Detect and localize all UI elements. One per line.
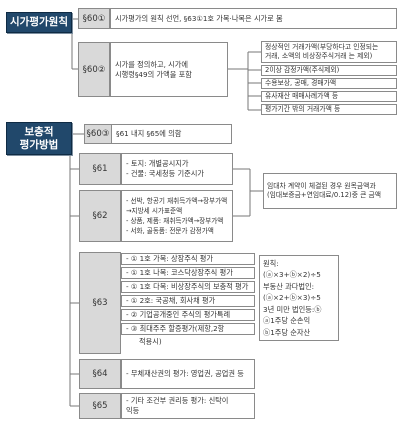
content-63-item-4-text: - ① 2호: 국공채, 회사채 평가 <box>126 296 216 305</box>
content-61-line-2: - 건물: 국세청등 기준시가 <box>126 169 204 178</box>
side-60-2-item-2: 2이상 감정가액(주식제외) <box>261 65 397 76</box>
content-63-item-1-text: - ① 1호 가목: 상장주식 평가 <box>126 254 213 263</box>
side-60-2-item-4: 유사재산 매매사례가액 등 <box>261 91 397 102</box>
content-60-1-line: 시가평가의 원칙 선언, §63①1호 가목·나목은 시가로 봄 <box>115 13 283 23</box>
content-63-item-5: - ② 기업공개중인 주식의 평가특례 <box>121 309 255 321</box>
content-65-line-2: 익등 <box>126 406 140 415</box>
side-63-line-7: ⓑ1주당 순자산 <box>263 327 311 337</box>
content-62-line-3: - 상품, 제품: 재취득가액→장부가액 <box>126 217 224 225</box>
content-63-item-5-text: - ② 기업공개중인 주식의 평가특례 <box>126 310 231 319</box>
side-60-2-item-1: 정상적인 거래가액(부당하다고 인정되는 거래, 소액의 비상장주식거래 는 제… <box>261 41 397 63</box>
content-60-2-line-1: 시가를 정의하고, 시가에 <box>115 59 188 69</box>
content-60-3-line: §61 내지 §65에 의함 <box>116 129 182 138</box>
section-65-label: §65 <box>92 401 108 411</box>
side-63-line-5: 3년 미만 법인등:ⓑ <box>263 304 322 314</box>
content-63-item-3: - ① 1호 다목: 비상장주식의 보충적 평가 <box>121 281 255 293</box>
section-63-label: §63 <box>92 298 108 308</box>
content-60-2: 시가를 정의하고, 시가에 시행령§49의 가액을 포함 <box>110 42 228 97</box>
content-62-line-2: →지방세 시가표준액 <box>126 207 183 215</box>
content-63-tail-text: 적용시) <box>139 337 162 346</box>
content-65: - 기타 조건부 권리등 평가: 신탁이 익등 <box>121 393 255 419</box>
header-supplementary-method-label: 보충적 평가방법 <box>19 125 59 151</box>
content-61: - 토지: 개별공시지가 - 건물: 국세청등 기준시가 <box>121 153 233 185</box>
content-60-1: 시가평가의 원칙 선언, §63①1호 가목·나목은 시가로 봄 <box>110 8 397 29</box>
side-62-line-2: (임대보증금+연임대료/0.12)중 큰 금액 <box>267 191 382 199</box>
side-60-2-item-1-line-1: 정상적인 거래가액(부당하다고 인정되는 <box>265 43 379 51</box>
header-valuation-principle: 시가평가원칙 <box>6 12 72 33</box>
content-63-item-1: - ① 1호 가목: 상장주식 평가 <box>121 253 255 265</box>
side-60-2-item-1-line-2: 거래, 소액의 비상장주식거래 는 제외) <box>265 52 373 60</box>
section-62: §62 <box>79 190 121 242</box>
section-61-label: §61 <box>92 164 108 174</box>
content-63-item-6: - ③ 최대주주 할증평가(제항,2항 <box>121 323 255 335</box>
side-60-2-item-4-text: 유사재산 매매사례가액 등 <box>265 92 339 100</box>
section-60-1-label: §60① <box>82 13 106 24</box>
side-62-line-1: 임대차 계약이 체결된 경우 원목금액과 <box>267 182 376 190</box>
header-supplementary-method: 보충적 평가방법 <box>6 122 72 155</box>
side-60-2-item-2-text: 2이상 감정가액(주식제외) <box>265 66 340 74</box>
content-63-item-3-text: - ① 1호 다목: 비상장주식의 보충적 평가 <box>126 282 249 291</box>
section-62-label: §62 <box>92 211 108 221</box>
section-63: §63 <box>79 252 121 354</box>
section-60-3: §60③ <box>84 124 112 144</box>
side-60-2-item-3-text: 수용보상, 공매, 경매가액 <box>265 79 337 87</box>
content-65-line-1: - 기타 조건부 권리등 평가: 신탁이 <box>126 396 229 405</box>
side-63-line-4: (ⓐ×2+ⓑ×3)÷5 <box>263 293 321 303</box>
content-63-item-2: - ① 1호 나목: 코스닥상장주식 평가 <box>121 267 255 279</box>
section-60-3-label: §60③ <box>86 129 110 139</box>
side-63-line-1: 원칙: <box>263 258 279 268</box>
section-64: §64 <box>79 359 121 389</box>
section-64-label: §64 <box>92 369 108 379</box>
content-63-item-4: - ① 2호: 국공채, 회사채 평가 <box>121 295 255 307</box>
side-60-2-item-5: 평가기간 밖의 거래가액 등 <box>261 104 397 115</box>
section-60-1: §60① <box>78 8 110 29</box>
side-63-line-3: 부동산 과다법인: <box>263 281 314 291</box>
side-60-2-item-3: 수용보상, 공매, 경매가액 <box>261 78 397 89</box>
section-60-2-label: §60② <box>82 64 106 75</box>
content-63-item-2-text: - ① 1호 나목: 코스닥상장주식 평가 <box>126 268 233 277</box>
content-62-line-4: - 서화, 골동품: 전문가 감정가액 <box>126 227 214 235</box>
side-63: 원칙: (ⓐ×3+ⓑ×2)÷5 부동산 과다법인: (ⓐ×2+ⓑ×3)÷5 3년… <box>259 255 339 341</box>
section-65: §65 <box>79 393 121 419</box>
side-62: 임대차 계약이 체결된 경우 원목금액과 (임대보증금+연임대료/0.12)중 … <box>263 173 397 209</box>
side-63-line-6: ⓐ1주당 순손익 <box>263 316 311 326</box>
content-62: - 선박, 항공기 재취득가액→장부가액 →지방세 시가표준액 - 상품, 제품… <box>121 190 233 242</box>
side-63-line-2: (ⓐ×3+ⓑ×2)÷5 <box>263 270 321 280</box>
header-valuation-principle-label: 시가평가원칙 <box>10 16 68 28</box>
section-60-2: §60② <box>78 42 110 97</box>
content-63-tail: 적용시) <box>139 337 162 347</box>
content-64-line: - 무체재산권의 평가: 영업권, 공업권 등 <box>126 369 244 378</box>
content-63-item-6-text: - ③ 최대주주 할증평가(제항,2항 <box>126 324 225 333</box>
section-61: §61 <box>79 153 121 185</box>
content-62-line-1: - 선박, 항공기 재취득가액→장부가액 <box>126 197 228 205</box>
side-60-2-item-5-text: 평가기간 밖의 거래가액 등 <box>265 105 341 113</box>
content-64: - 무체재산권의 평가: 영업권, 공업권 등 <box>121 359 255 389</box>
content-60-3: §61 내지 §65에 의함 <box>112 124 232 144</box>
content-61-line-1: - 토지: 개별공시지가 <box>126 159 189 168</box>
content-60-2-line-2: 시행령§49의 가액을 포함 <box>115 69 192 79</box>
